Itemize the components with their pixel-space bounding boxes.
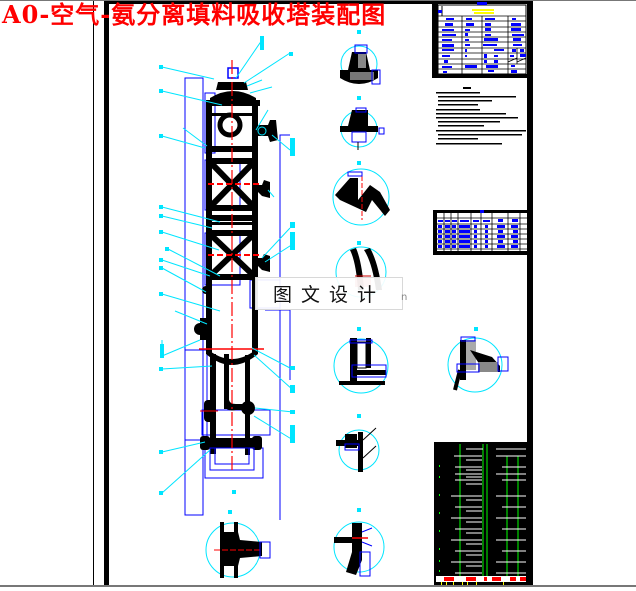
watermark-suffix: n [401, 292, 408, 303]
technical-requirements-text [436, 87, 526, 145]
detail-view-1 [340, 30, 381, 85]
title-block-table [432, 2, 528, 78]
leader-lines-left [161, 66, 223, 494]
inner-border-top [104, 0, 530, 4]
detail-view-7 [336, 414, 380, 472]
window-top-edge [0, 0, 636, 1]
inner-border-left [104, 0, 109, 587]
detail-view-6 [447, 327, 509, 393]
bill-of-materials-table [434, 442, 528, 585]
nozzle-table [433, 210, 528, 255]
window-bottom-edge [0, 585, 636, 587]
detail-view-8 [333, 508, 385, 577]
detail-view-3 [332, 161, 390, 226]
inner-border-right [527, 0, 533, 587]
tower-elevation-view [159, 36, 295, 520]
detail-view-2 [340, 96, 385, 150]
detail-view-9 [205, 510, 271, 578]
part-number-tags [159, 36, 295, 495]
detail-views [205, 30, 509, 578]
detail-view-5 [333, 327, 389, 394]
watermark-overlay: 图文设计 [255, 277, 403, 310]
drawing-title: A0-空气-氨分离填料吸收塔装配图 [2, 0, 387, 29]
